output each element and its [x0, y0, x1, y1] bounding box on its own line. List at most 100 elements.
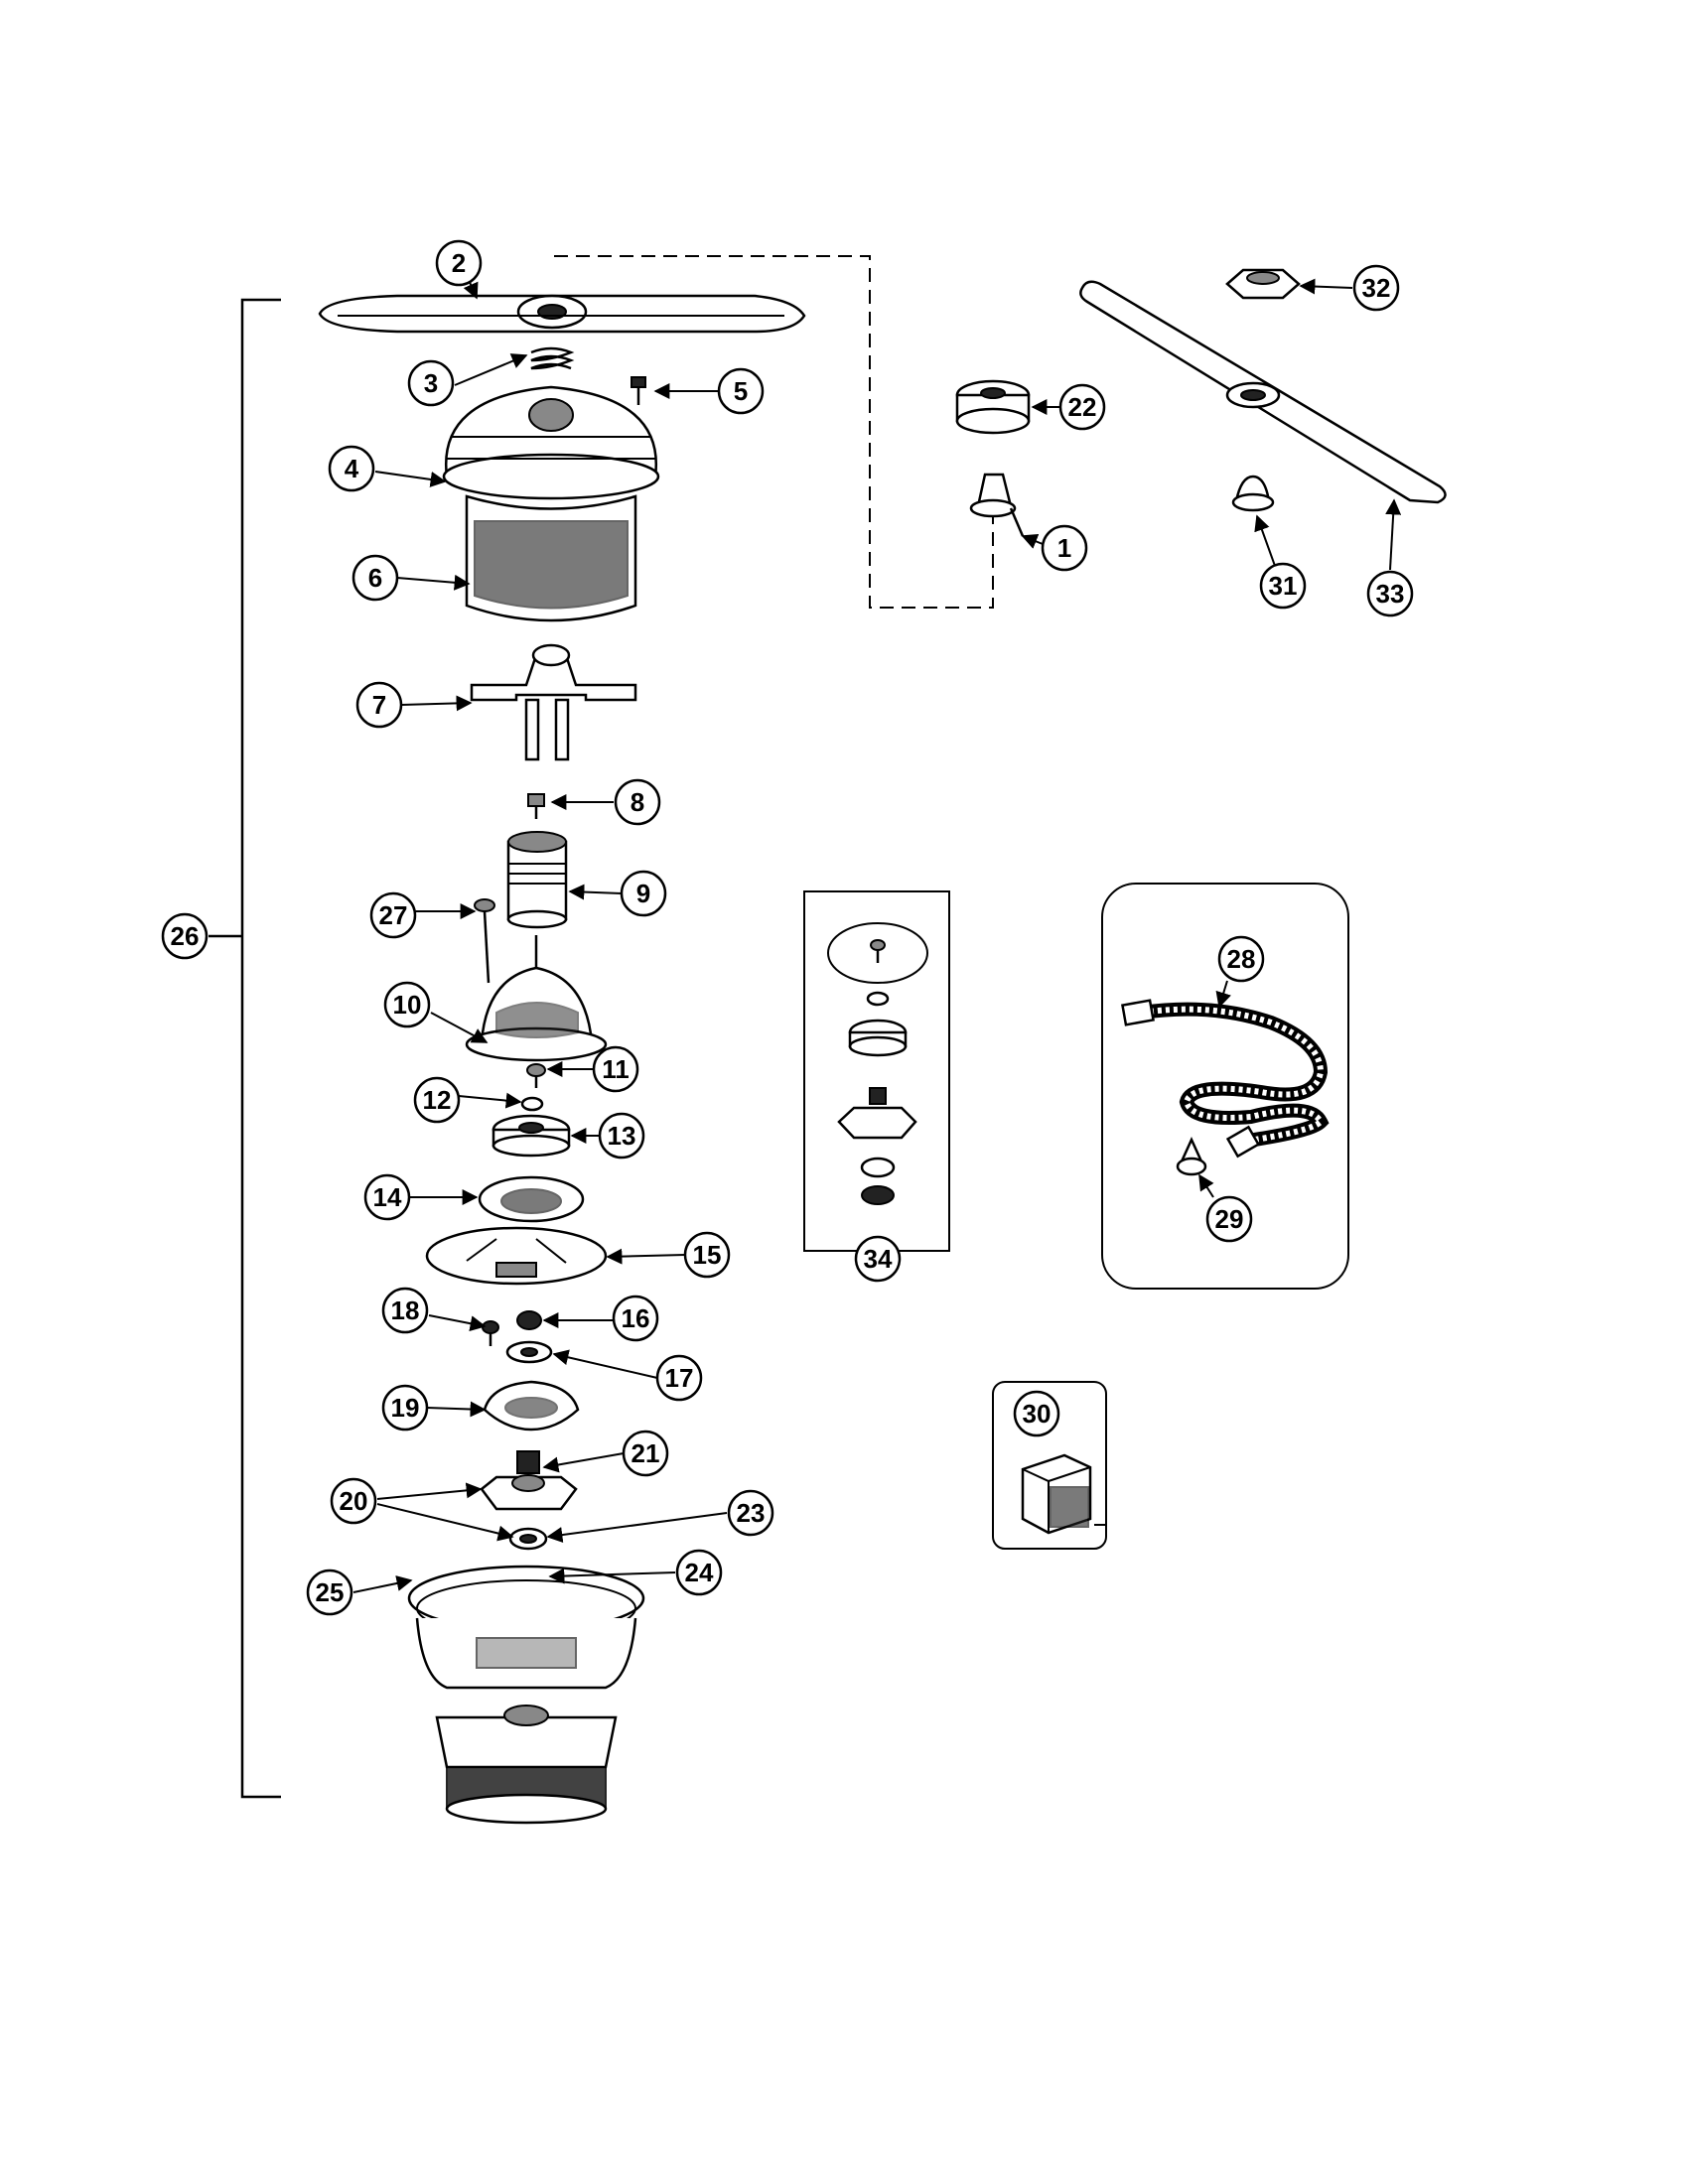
part-pump-plate	[425, 1226, 608, 1286]
svg-text:9: 9	[636, 879, 650, 908]
part-seal-23	[508, 1527, 548, 1551]
svg-text:30: 30	[1023, 1399, 1052, 1429]
leader-lines	[352, 278, 1402, 1593]
part-31	[1231, 475, 1275, 512]
part-lower-spray-arm	[318, 294, 806, 334]
callout-16: 16	[612, 1295, 659, 1342]
callout-13: 13	[598, 1112, 645, 1160]
svg-text:11: 11	[602, 1054, 630, 1084]
svg-text:14: 14	[373, 1182, 402, 1212]
part-spring	[530, 346, 575, 370]
part-chopper-plate	[483, 1380, 580, 1432]
part-upper-spray-arm	[1079, 280, 1447, 504]
part-bolt-8	[527, 793, 545, 819]
callouts: 2 3 5 4 6 7 8 9 27 26 10 11 12 13 14 15 …	[161, 239, 1414, 1616]
callout-31: 31	[1259, 562, 1307, 610]
svg-text:1: 1	[1057, 533, 1071, 563]
part-seal-housing	[478, 1175, 585, 1223]
callout-1: 1	[1041, 524, 1088, 572]
callout-9: 9	[620, 870, 667, 917]
callout-32: 32	[1352, 264, 1400, 312]
part-impeller	[491, 1114, 571, 1158]
svg-text:2: 2	[452, 248, 466, 278]
svg-text:15: 15	[693, 1240, 722, 1270]
svg-text:18: 18	[391, 1296, 420, 1325]
svg-text:16: 16	[622, 1303, 650, 1333]
svg-text:34: 34	[864, 1244, 893, 1274]
svg-text:31: 31	[1269, 571, 1298, 601]
part-cylinder	[506, 831, 568, 929]
part-pump-housing	[480, 1450, 578, 1511]
callout-5: 5	[717, 367, 765, 415]
callout-10: 10	[383, 981, 431, 1028]
svg-text:21: 21	[632, 1438, 660, 1468]
callout-34: 34	[854, 1235, 902, 1283]
svg-text:4: 4	[345, 454, 359, 483]
callout-26: 26	[161, 912, 209, 960]
callout-3: 3	[407, 359, 455, 407]
part-sump-motor	[407, 1565, 645, 1825]
svg-text:32: 32	[1362, 273, 1391, 303]
part-cover-dome	[442, 385, 660, 500]
assembly-bracket	[209, 298, 281, 1799]
callout-22: 22	[1058, 383, 1106, 431]
callout-28: 28	[1217, 935, 1265, 983]
part-screw-18	[482, 1320, 499, 1346]
svg-text:28: 28	[1227, 944, 1256, 974]
svg-text:7: 7	[372, 690, 386, 720]
svg-text:25: 25	[316, 1577, 345, 1607]
part-screw-5	[631, 376, 646, 405]
callout-30: 30	[1013, 1390, 1060, 1437]
callout-20: 20	[330, 1477, 377, 1525]
callout-21: 21	[622, 1430, 669, 1477]
callout-7: 7	[355, 681, 403, 729]
kit-box-34	[803, 890, 950, 1252]
svg-text:20: 20	[340, 1486, 368, 1516]
svg-text:29: 29	[1215, 1204, 1244, 1234]
part-hub	[470, 643, 637, 761]
svg-text:27: 27	[379, 900, 408, 930]
svg-text:24: 24	[685, 1558, 714, 1587]
callout-14: 14	[363, 1173, 411, 1221]
part-motor-cover	[465, 935, 608, 1062]
part-32	[1225, 268, 1301, 300]
switch-box	[992, 1381, 1107, 1550]
svg-text:26: 26	[171, 921, 200, 951]
svg-text:13: 13	[608, 1121, 636, 1151]
part-filter-screen	[465, 494, 637, 622]
callout-11: 11	[592, 1045, 639, 1093]
svg-text:19: 19	[391, 1393, 420, 1423]
callout-8: 8	[614, 778, 661, 826]
svg-text:17: 17	[665, 1363, 694, 1393]
svg-text:8: 8	[631, 787, 644, 817]
callout-18: 18	[381, 1287, 429, 1334]
svg-text:33: 33	[1376, 579, 1405, 609]
part-22	[955, 379, 1031, 435]
dashed-connector	[554, 255, 994, 609]
callout-25: 25	[306, 1569, 353, 1616]
svg-text:22: 22	[1068, 392, 1097, 422]
svg-text:10: 10	[393, 990, 422, 1020]
svg-text:12: 12	[423, 1085, 452, 1115]
callout-27: 27	[369, 891, 417, 939]
callout-29: 29	[1205, 1195, 1253, 1243]
svg-text:6: 6	[368, 563, 382, 593]
callout-33: 33	[1366, 570, 1414, 617]
callout-15: 15	[683, 1231, 731, 1279]
callout-23: 23	[727, 1489, 774, 1537]
part-1	[969, 473, 1025, 537]
callout-24: 24	[675, 1549, 723, 1596]
part-ring-12	[520, 1096, 544, 1112]
callout-2: 2	[435, 239, 483, 287]
hose-box	[1101, 883, 1349, 1290]
part-long-screw	[474, 898, 495, 984]
svg-text:23: 23	[737, 1498, 766, 1528]
part-bolt-11	[526, 1063, 546, 1088]
callout-6: 6	[351, 554, 399, 602]
callout-19: 19	[381, 1384, 429, 1432]
callout-12: 12	[413, 1076, 461, 1124]
part-cap-16	[516, 1310, 542, 1330]
svg-text:3: 3	[424, 368, 438, 398]
svg-text:5: 5	[734, 376, 748, 406]
